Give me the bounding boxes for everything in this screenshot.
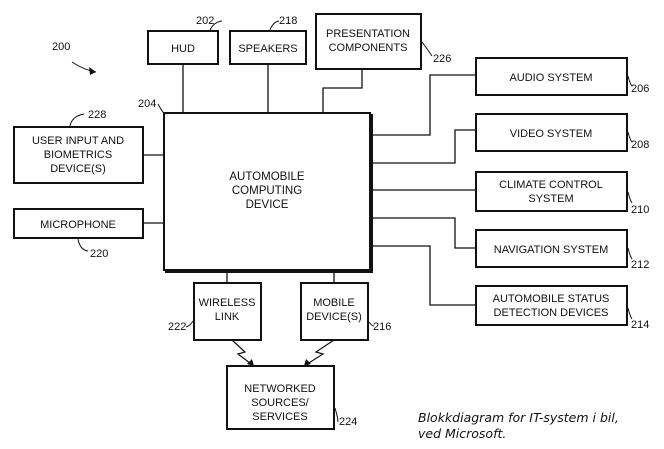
box-speakers: SPEAKERS 218 <box>229 15 307 65</box>
box-mobile-label-1: MOBILE <box>313 297 355 309</box>
ref-microphone: 220 <box>90 248 108 260</box>
box-hud-label: HUD <box>171 43 195 55</box>
ref-speakers: 218 <box>279 15 297 27</box>
box-microphone-label: MICROPHONE <box>40 219 116 231</box>
box-navigation-system: NAVIGATION SYSTEM 212 <box>475 229 649 271</box>
signal-arrowhead-right <box>304 359 311 366</box>
wire-audio <box>370 74 476 136</box>
box-video-frame <box>475 113 628 152</box>
ref-status: 214 <box>631 319 649 331</box>
wire-navigation <box>370 217 476 249</box>
wire-status <box>370 245 476 306</box>
box-mobile-devices: MOBILE DEVICE(S) 216 <box>300 282 391 341</box>
ref-presentation: 226 <box>433 53 451 65</box>
ref-leader-video <box>627 131 633 143</box>
box-mobile-frame <box>300 282 369 341</box>
box-presentation-components: PRESENTATION COMPONENTS 226 <box>315 13 451 70</box>
box-presentation-label-2: COMPONENTS <box>329 42 408 54</box>
box-wireless-label-2: LINK <box>215 311 240 323</box>
box-mobile-label-2: DEVICE(S) <box>306 311 362 323</box>
figure-ref-arrowhead <box>89 67 96 75</box>
box-speakers-frame <box>229 30 307 65</box>
signal-arrowhead-left <box>247 359 254 366</box>
ref-hud: 202 <box>196 15 214 27</box>
box-user-input: USER INPUT AND BIOMETRICS DEVICE(S) 228 <box>13 109 144 184</box>
ref-user-input: 228 <box>88 109 106 121</box>
box-status-label-1: AUTOMOBILE STATUS <box>493 293 610 305</box>
ref-leader-mobile <box>368 321 375 327</box>
box-wireless-frame <box>193 282 262 341</box>
ref-leader-computing <box>157 103 166 116</box>
caption-line-2: ved Microsoft. <box>418 426 506 441</box>
box-audio-system: AUDIO SYSTEM 206 <box>475 57 649 96</box>
ref-leader-presentation <box>421 41 433 57</box>
signal-zigzag-left <box>231 339 255 367</box>
ref-leader-navigation <box>627 247 633 260</box>
box-networked-label-3: SERVICES <box>252 411 307 423</box>
box-audio-frame <box>475 57 628 96</box>
box-navigation-label: NAVIGATION SYSTEM <box>494 244 609 256</box>
ref-navigation: 212 <box>631 259 649 271</box>
ref-leader-hud <box>209 20 223 31</box>
box-presentation-frame <box>315 13 422 70</box>
box-hud-frame <box>147 30 219 65</box>
box-climate-frame <box>475 171 628 212</box>
box-computing-label-2: COMPUTING <box>232 185 302 197</box>
box-automobile-computing-device: AUTOMOBILE COMPUTING DEVICE 204 <box>138 98 371 271</box>
box-presentation-label-1: PRESENTATION <box>326 28 410 40</box>
box-climate-control-system: CLIMATE CONTROL SYSTEM 210 <box>475 171 649 216</box>
box-status-label-2: DETECTION DEVICES <box>494 307 609 319</box>
box-computing-label-1: AUTOMOBILE <box>229 171 305 183</box>
box-networked-label-2: SOURCES/ <box>251 397 309 409</box>
ref-leader-microphone <box>77 238 89 252</box>
ref-leader-wireless <box>185 320 194 328</box>
ref-leader-status <box>627 307 633 320</box>
box-user-input-frame <box>13 126 144 184</box>
box-networked-sources: NETWORKED SOURCES/ SERVICES 224 <box>226 365 357 430</box>
box-networked-label-1: NETWORKED <box>244 383 316 395</box>
box-navigation-frame <box>475 229 628 268</box>
box-computing-label-3: DEVICE <box>246 199 289 211</box>
ref-video: 208 <box>631 139 649 151</box>
ref-leader-audio <box>627 75 633 87</box>
box-user-input-label-3: DEVICE(S) <box>50 163 106 175</box>
box-wireless-link: WIRELESS LINK 222 <box>168 282 262 341</box>
ref-audio: 206 <box>631 83 649 95</box>
caption-line-1: Blokkdiagram for IT-system i bil, <box>418 410 619 425</box>
ref-leader-speakers <box>269 20 280 31</box>
ref-leader-networked <box>334 407 339 423</box>
box-automobile-status-detection: AUTOMOBILE STATUS DETECTION DEVICES 214 <box>475 285 649 331</box>
box-climate-label-2: SYSTEM <box>528 193 573 205</box>
box-microphone: MICROPHONE 220 <box>13 208 144 260</box>
wire-presentation <box>322 69 363 113</box>
ref-wireless: 222 <box>168 321 186 333</box>
box-hud: HUD 202 <box>147 15 223 65</box>
ref-leader-climate <box>627 191 633 204</box>
figure-ref: 200 <box>52 41 70 53</box>
wire-video <box>370 129 476 164</box>
box-speakers-label: SPEAKERS <box>238 43 297 55</box>
box-video-label: VIDEO SYSTEM <box>510 128 593 140</box>
box-microphone-frame <box>13 208 144 239</box>
box-user-input-label-1: USER INPUT AND <box>32 135 124 147</box>
signal-zigzag-right <box>303 339 335 367</box>
box-wireless-label-1: WIRELESS <box>199 297 256 309</box>
connection-lines <box>143 64 476 306</box>
box-networked-frame <box>226 365 335 430</box>
ref-leader-user-input <box>69 113 85 127</box>
box-climate-label-1: CLIMATE CONTROL <box>499 179 603 191</box>
wireless-signal-links <box>231 339 335 367</box>
ref-mobile: 216 <box>373 321 391 333</box>
box-user-input-label-2: BIOMETRICS <box>44 149 112 161</box>
ref-climate: 210 <box>631 204 649 216</box>
box-computing-frame <box>163 112 371 271</box>
box-status-frame <box>475 285 628 326</box>
box-video-system: VIDEO SYSTEM 208 <box>475 113 649 152</box>
ref-networked: 224 <box>339 416 357 428</box>
box-audio-label: AUDIO SYSTEM <box>509 72 592 84</box>
ref-computing: 204 <box>138 98 156 110</box>
